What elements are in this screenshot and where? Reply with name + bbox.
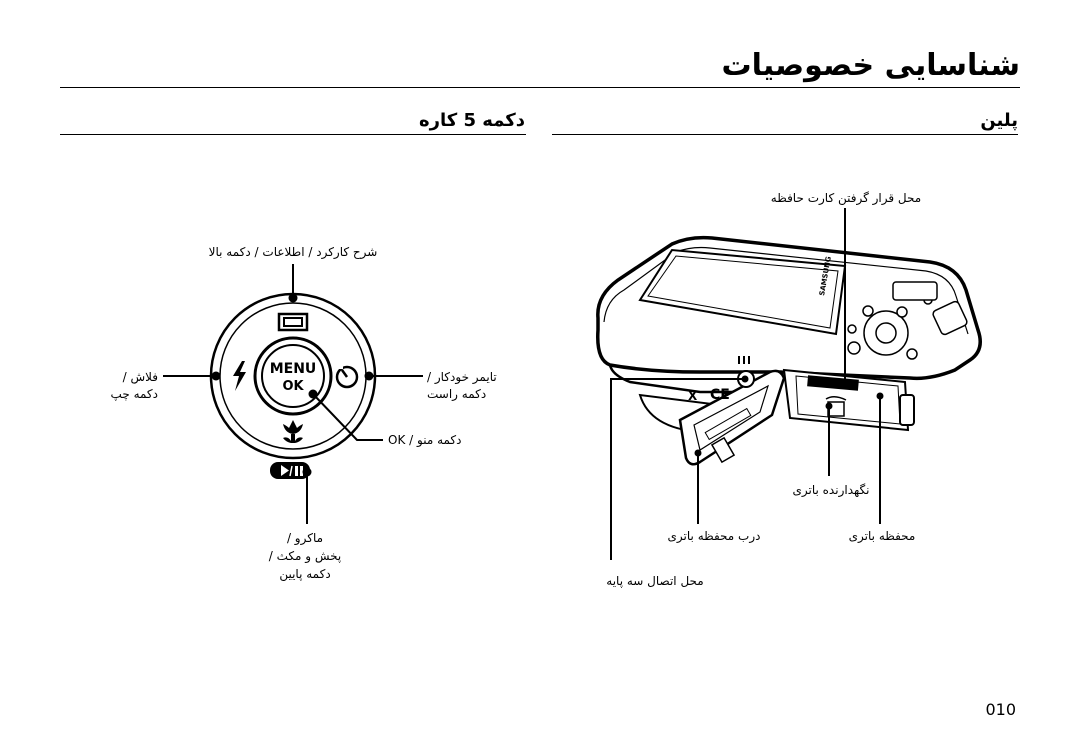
- flash-icon: [233, 361, 246, 391]
- label-battery-cover: درب محفظه باتری: [667, 529, 761, 543]
- menu-text: MENU: [270, 361, 317, 377]
- label-tripod-socket: محل اتصال سه پایه: [606, 574, 704, 588]
- macro-icon: [283, 420, 303, 443]
- section-heading-5way: دکمه 5 کاره: [419, 110, 525, 131]
- dial-callout-dots: [211, 293, 374, 477]
- section-rule-back: [552, 134, 1018, 135]
- label-battery-holder: نگهدارنده باتری: [792, 483, 870, 497]
- battery-cover-door: [678, 369, 786, 466]
- label-macro: ماکرو /: [286, 531, 324, 545]
- svg-text:X: X: [688, 389, 698, 403]
- camera-callout-dots: [694, 375, 884, 457]
- label-battery-chamber: محفظه باتری: [848, 529, 916, 543]
- section-rule-5way: [60, 134, 526, 135]
- section-heading-back: پلین: [980, 110, 1018, 131]
- label-left-button: دکمه چپ: [110, 387, 158, 401]
- label-flash: فلاش /: [122, 370, 158, 384]
- play-pause-icon: [270, 462, 310, 479]
- label-right-button: دکمه راست: [427, 387, 487, 401]
- label-play-pause: پخش و مکث /: [268, 549, 342, 563]
- label-self-timer: تایمر خودکار /: [427, 370, 497, 384]
- dial-callout-lines: [163, 264, 423, 524]
- svg-text:CE: CE: [710, 387, 730, 403]
- label-memory-card-slot: محل قرار گرفتن کارت حافظه: [770, 191, 922, 205]
- center-button: [261, 344, 325, 408]
- label-down-button: دکمه پایین: [279, 567, 331, 581]
- ok-text: OK: [282, 379, 304, 394]
- camera-controls: [847, 281, 968, 360]
- speaker-grille: [738, 356, 750, 364]
- display-icon: [277, 312, 309, 332]
- battery-compartment: [782, 368, 915, 432]
- camera-callout-lines: [610, 208, 881, 560]
- page-number: 010: [985, 700, 1016, 719]
- label-menu-ok: دکمه منو / OK: [388, 433, 462, 447]
- regulatory-marks: X CE: [688, 387, 730, 403]
- self-timer-icon: [335, 364, 359, 389]
- label-display-info-up: شرح کارکرد / اطلاعات / دکمه بالا: [208, 245, 378, 259]
- page-title: شناسایی خصوصیات: [721, 48, 1020, 83]
- title-rule: [60, 87, 1020, 88]
